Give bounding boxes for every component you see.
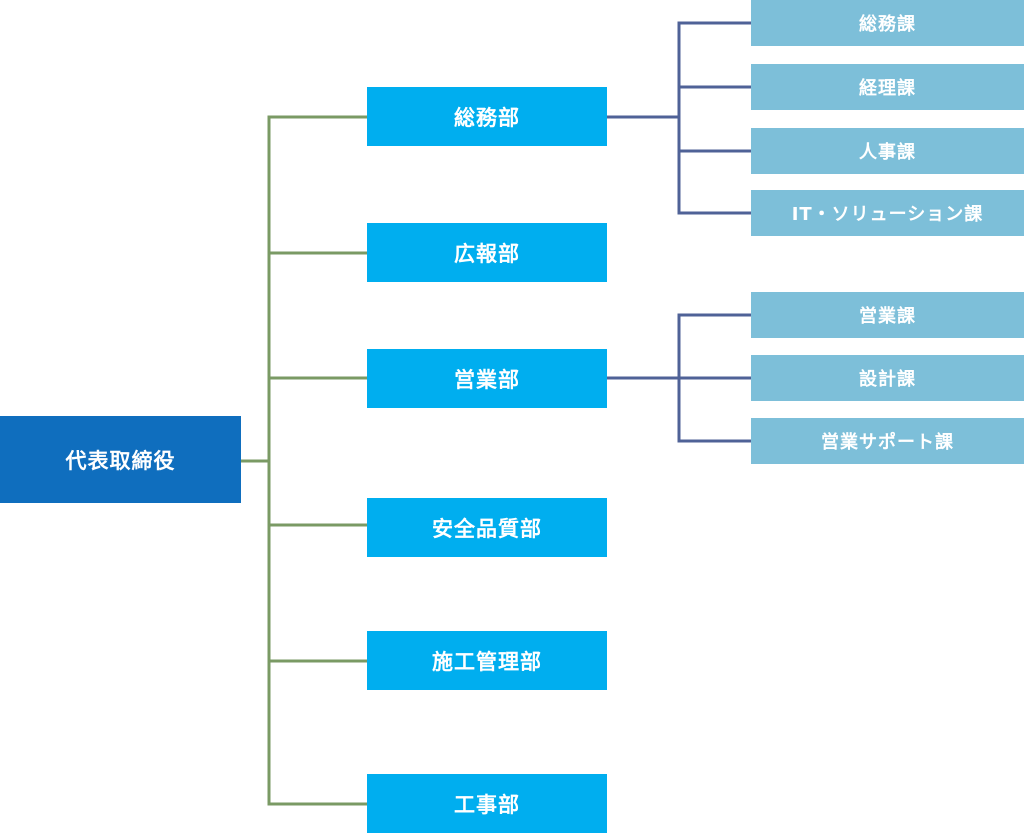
section-label: 人事課 <box>859 142 916 163</box>
section-box-it-solutions: IT・ソリューション課 <box>751 190 1024 236</box>
section-label: IT・ソリューション課 <box>791 204 984 225</box>
department-label: 工事部 <box>454 792 520 817</box>
section-label: 営業課 <box>859 306 916 327</box>
department-label: 総務部 <box>454 105 520 130</box>
department-label: 安全品質部 <box>432 516 542 541</box>
root-label: 代表取締役 <box>65 448 176 473</box>
department-box-construction: 工事部 <box>367 774 607 833</box>
section-box-accounting: 経理課 <box>751 64 1024 110</box>
department-box-safety-quality: 安全品質部 <box>367 498 607 557</box>
section-connectors <box>605 21 753 443</box>
department-box-general-affairs: 総務部 <box>367 87 607 146</box>
section-label: 営業サポート課 <box>821 432 954 453</box>
department-box-public-relations: 広報部 <box>367 223 607 282</box>
section-box-sales: 営業課 <box>751 292 1024 338</box>
department-label: 広報部 <box>454 241 520 266</box>
section-box-general-affairs: 総務課 <box>751 0 1024 46</box>
section-label: 設計課 <box>859 369 916 390</box>
department-connectors <box>239 115 369 806</box>
section-box-human-resources: 人事課 <box>751 128 1024 174</box>
section-label: 総務課 <box>859 14 916 35</box>
department-box-construction-management: 施工管理部 <box>367 631 607 690</box>
root-box-representative-director: 代表取締役 <box>0 416 241 503</box>
section-label: 経理課 <box>859 78 916 99</box>
department-label: 営業部 <box>454 367 520 392</box>
department-box-sales: 営業部 <box>367 349 607 408</box>
department-label: 施工管理部 <box>432 649 542 674</box>
section-box-sales-support: 営業サポート課 <box>751 418 1024 464</box>
section-box-design: 設計課 <box>751 355 1024 401</box>
